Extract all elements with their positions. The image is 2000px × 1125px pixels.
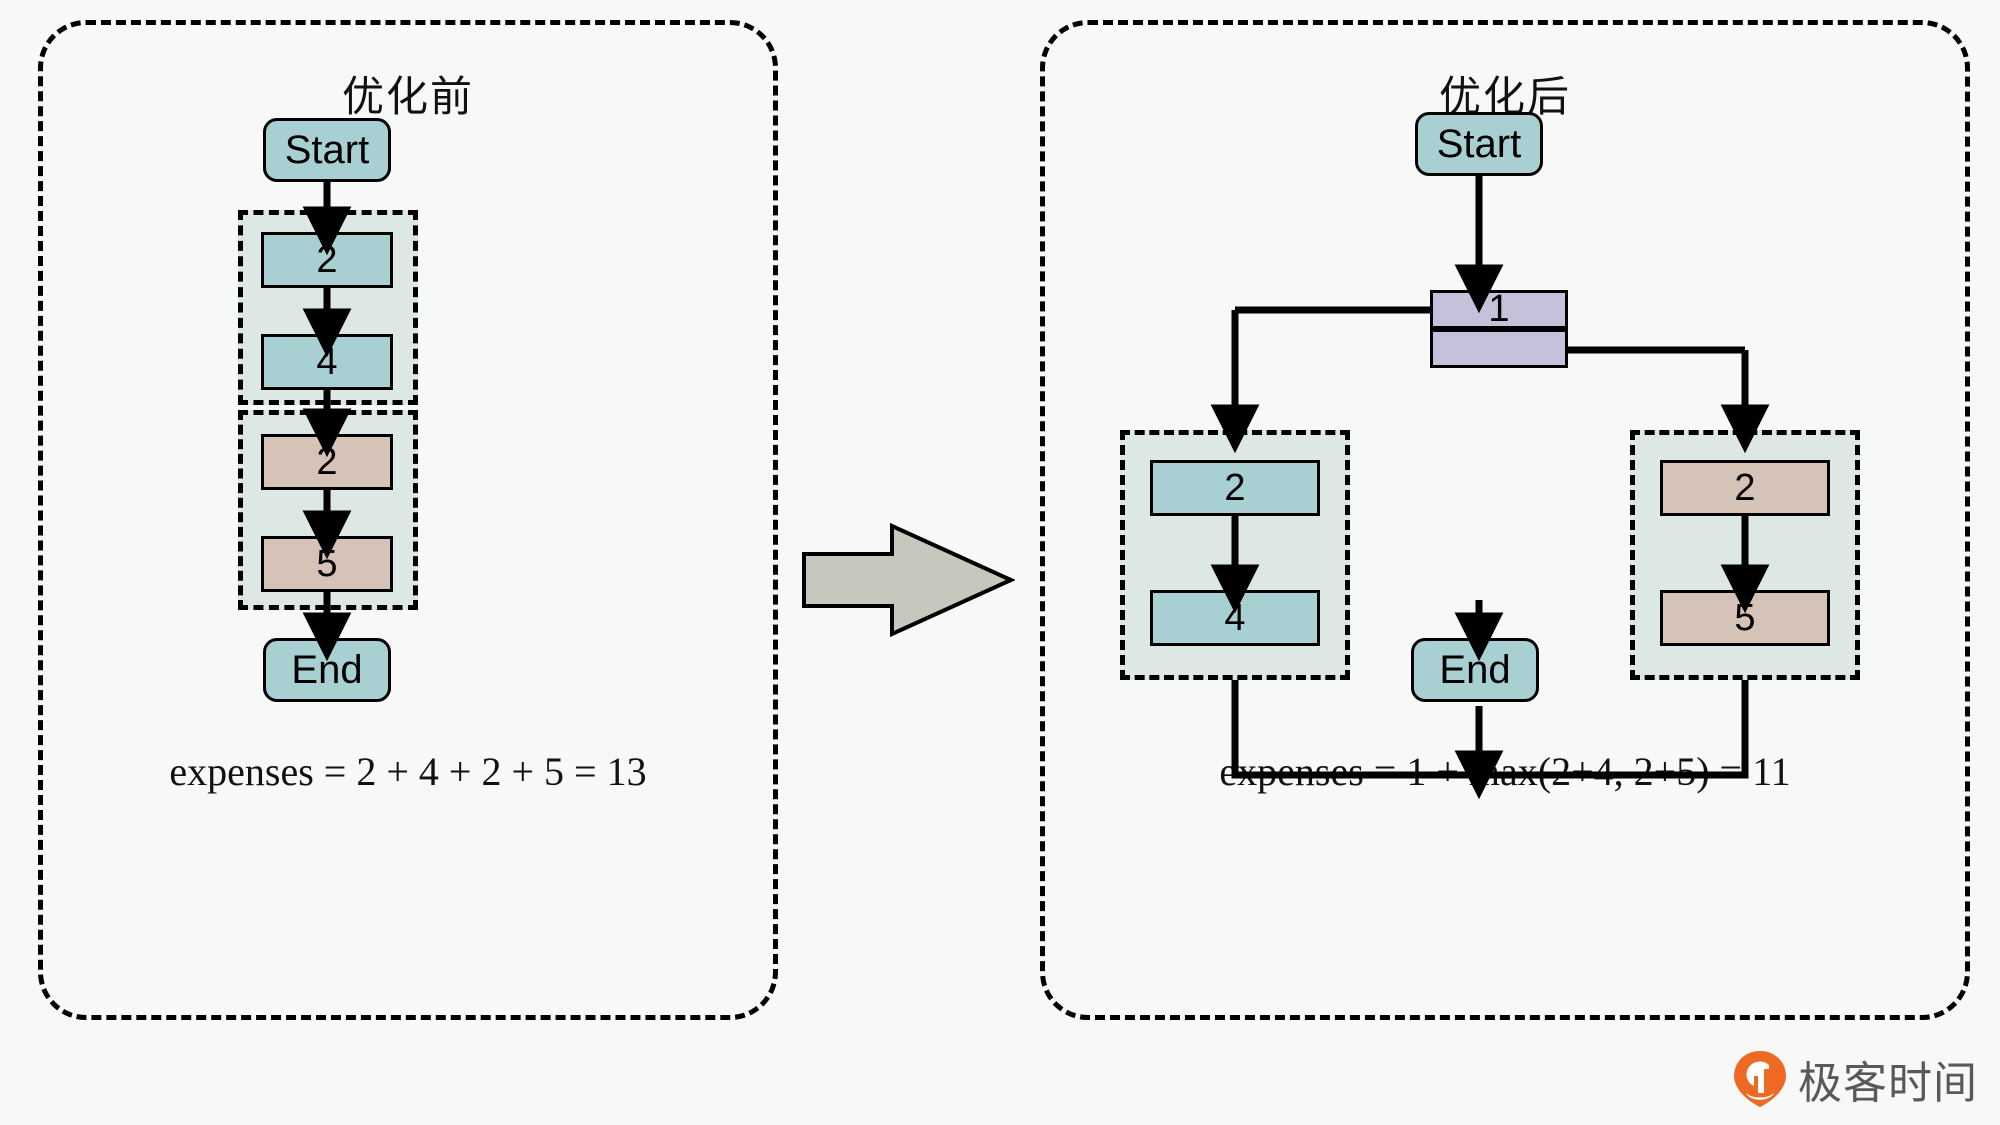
before-end-label: End xyxy=(291,647,363,692)
after-split-label: 1 xyxy=(1488,288,1510,330)
watermark: 极客时间 xyxy=(1732,1047,1978,1111)
before-task-b1-label: 2 xyxy=(316,440,338,483)
after-split-node-upper-cell: 1 xyxy=(1430,288,1568,330)
after-left-task-2-label: 4 xyxy=(1224,596,1246,639)
before-task-a2: 4 xyxy=(261,334,393,390)
after-left-task-1: 2 xyxy=(1150,460,1320,516)
before-start-node: Start xyxy=(263,118,391,182)
before-task-a1-label: 2 xyxy=(316,238,338,281)
panel-before-title: 优化前 xyxy=(341,73,474,120)
after-right-task-2-label: 5 xyxy=(1734,596,1756,639)
after-right-task-1: 2 xyxy=(1660,460,1830,516)
after-left-task-1-label: 2 xyxy=(1224,466,1246,509)
before-start-label: Start xyxy=(284,127,370,172)
after-end-node: End xyxy=(1411,638,1539,702)
after-left-task-2: 4 xyxy=(1150,590,1320,646)
after-split-node: 1 xyxy=(1430,288,1568,368)
right-block-arrow-icon xyxy=(802,522,1015,638)
after-formula: expenses = 1 + max(2+4, 2+5) = 11 xyxy=(1219,749,1791,794)
before-task-b2: 5 xyxy=(261,536,393,592)
after-right-task-2: 5 xyxy=(1660,590,1830,646)
after-split-node-lower-cell xyxy=(1430,329,1568,368)
before-task-b1: 2 xyxy=(261,434,393,490)
watermark-text: 极客时间 xyxy=(1798,1059,1978,1108)
geektime-logo-icon xyxy=(1734,1051,1786,1107)
after-right-task-1-label: 2 xyxy=(1734,466,1756,509)
before-task-b2-label: 5 xyxy=(316,542,338,585)
before-end-node: End xyxy=(263,638,391,702)
before-formula: expenses = 2 + 4 + 2 + 5 = 13 xyxy=(169,749,647,794)
before-task-a1: 2 xyxy=(261,232,393,288)
before-task-a2-label: 4 xyxy=(316,340,338,383)
after-end-label: End xyxy=(1439,647,1511,692)
after-start-node: Start xyxy=(1415,112,1543,176)
after-start-label: Start xyxy=(1436,121,1522,166)
